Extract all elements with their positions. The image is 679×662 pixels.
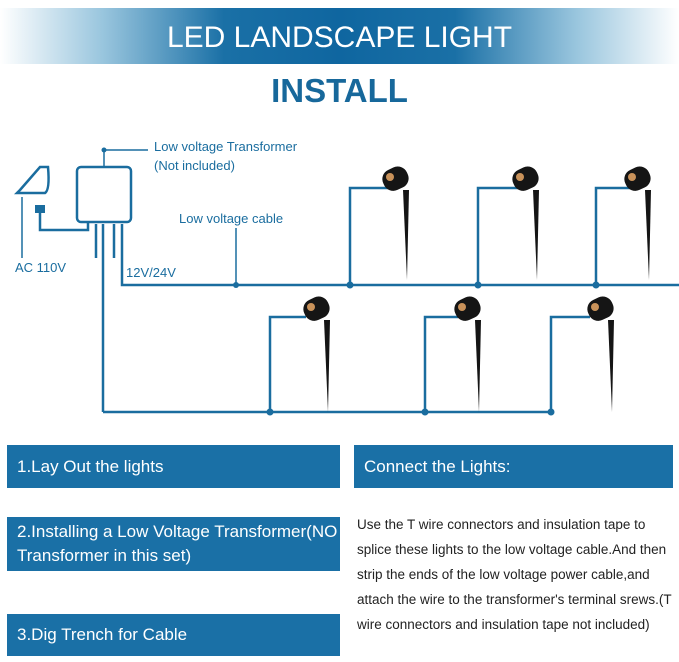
title-banner: LED LANDSCAPE LIGHT [0, 8, 679, 64]
wiring-diagram [13, 147, 679, 416]
step-3: 3.Dig Trench for Cable [7, 614, 340, 656]
spotlight-icon [382, 166, 409, 280]
step-2: 2.Installing a Low Voltage Transformer(N… [7, 517, 340, 571]
step-1: 1.Lay Out the lights [7, 445, 340, 488]
transformer-box [75, 165, 133, 224]
transformer-label: Low voltage Transformer [154, 139, 298, 154]
voltage-label: 12V/24V [126, 265, 176, 280]
spotlights [303, 166, 651, 412]
cable-label: Low voltage cable [179, 211, 284, 226]
spotlight-icon [512, 166, 539, 280]
spotlight-icon [624, 166, 651, 280]
connect-instructions: Use the T wire connectors and insulation… [357, 517, 672, 632]
ac-label: AC 110V [15, 260, 67, 275]
page-title: LED LANDSCAPE LIGHT [166, 21, 513, 54]
outlet-icon [13, 165, 50, 195]
install-heading: INSTALL [271, 72, 408, 109]
spotlight-icon [454, 296, 481, 412]
transformer-note: (Not included) [154, 158, 235, 173]
connect-heading: Connect the Lights: [354, 445, 673, 488]
spotlight-icon [587, 296, 614, 412]
spotlight-icon [303, 296, 330, 412]
